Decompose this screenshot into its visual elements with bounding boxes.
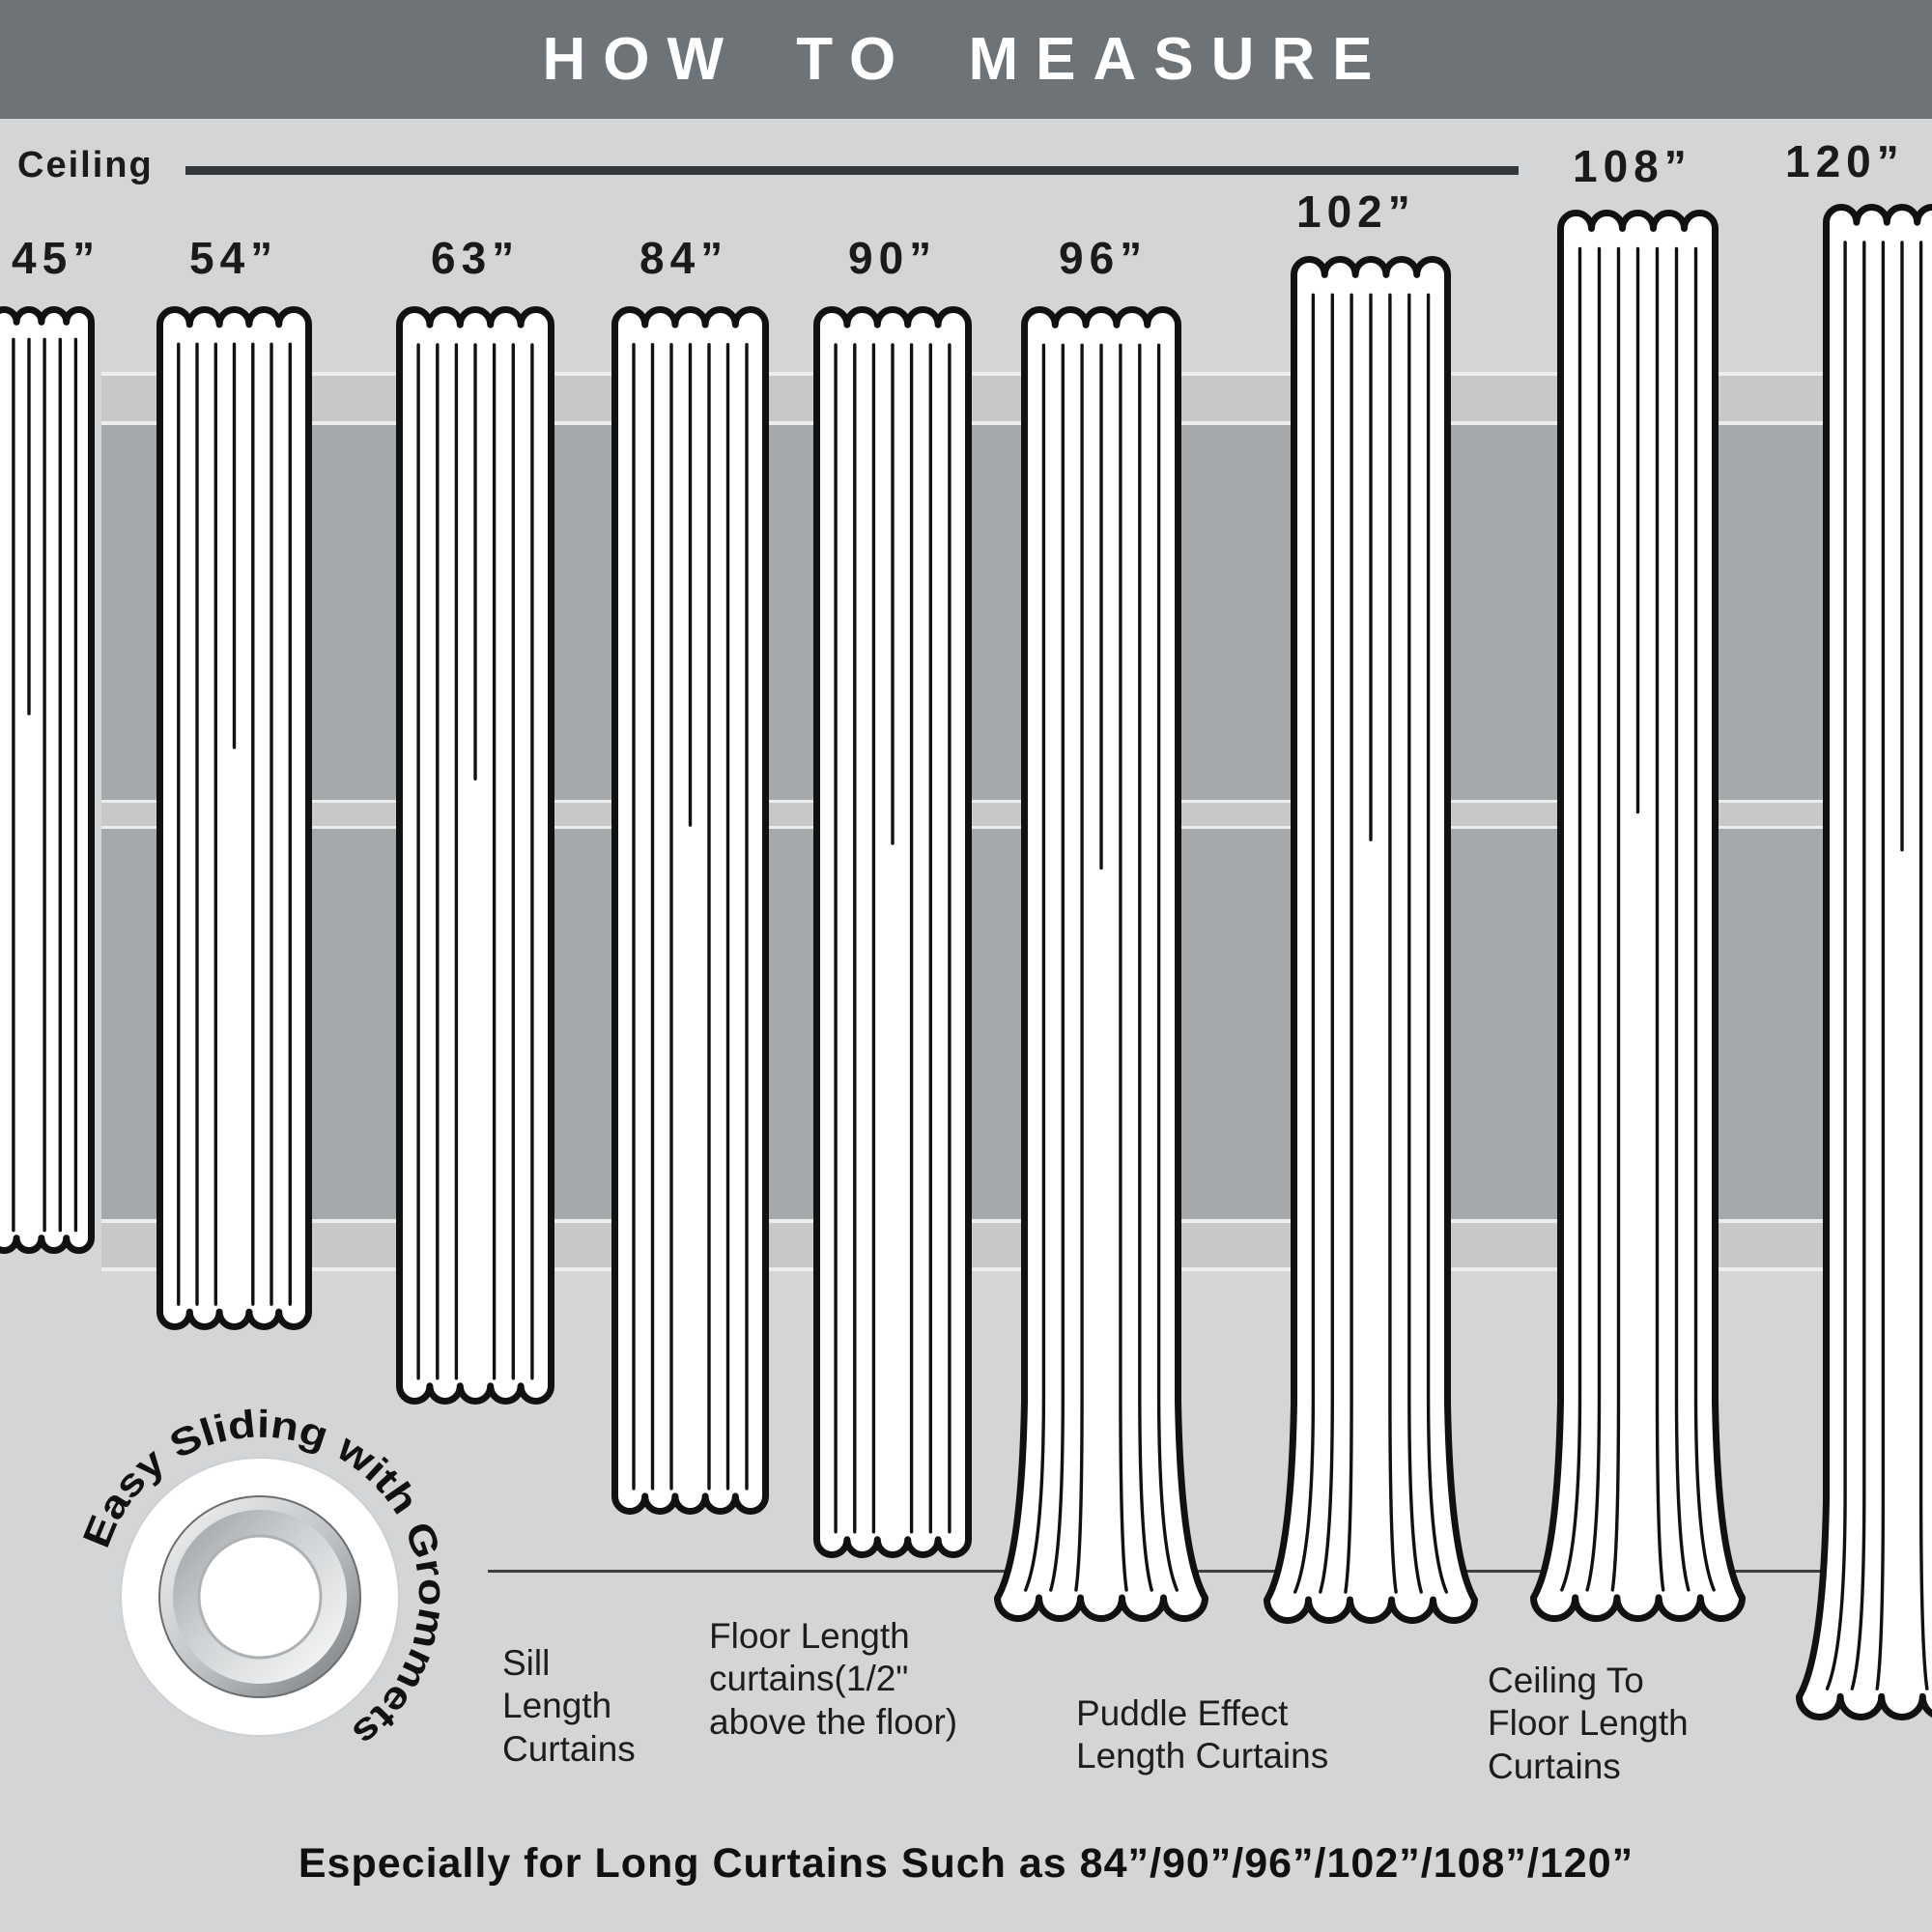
annotation-line: Floor Length [1488, 1703, 1689, 1744]
annotation-line: Floor Length [709, 1616, 910, 1656]
annotation-line: curtains(1/2" [709, 1659, 909, 1699]
curtain-length-label-63: 63” [431, 233, 521, 283]
curtain-63 [396, 306, 554, 1405]
curtain-102 [1264, 256, 1478, 1624]
curtain-108 [1530, 210, 1746, 1622]
curtain-length-label-84: 84” [639, 233, 729, 283]
annotation-line: Puddle Effect [1076, 1693, 1289, 1733]
annotation-line: Sill [502, 1643, 551, 1683]
curtain-length-label-120: 120” [1785, 136, 1905, 186]
curtain-45 [0, 306, 95, 1254]
annotation-line: above the floor) [709, 1701, 958, 1742]
curtain-90 [813, 306, 972, 1558]
curtain-length-label-54: 54” [189, 233, 279, 283]
curtain-120 [1795, 204, 1932, 1720]
curtain-length-label-45: 45” [12, 233, 101, 283]
footer-note: Especially for Long Curtains Such as 84”… [298, 1840, 1634, 1887]
annotation-line: Length Curtains [1076, 1736, 1329, 1776]
curtain-length-label-96: 96” [1059, 233, 1149, 283]
grommet-graphic: Easy Sliding with Grommets [75, 1403, 453, 1754]
curtain-length-label-90: 90” [848, 233, 938, 283]
curtain-length-label-108: 108” [1573, 141, 1692, 191]
annotation-line: Ceiling To [1488, 1661, 1644, 1700]
ceiling-line [185, 166, 1519, 175]
curtain-length-label-102: 102” [1296, 186, 1416, 237]
annotation-line: Curtains [1488, 1746, 1621, 1786]
curtain-54 [156, 306, 312, 1330]
curtain-96 [994, 306, 1208, 1622]
page-title: HOW TO MEASURE [542, 26, 1390, 93]
annotation-line: Length [502, 1686, 612, 1726]
grommet-hole [197, 1534, 323, 1660]
floor-line [488, 1570, 1932, 1573]
annotation-line: Curtains [502, 1728, 636, 1769]
title-banner: HOW TO MEASURE [0, 0, 1932, 119]
ceiling-label: Ceiling [17, 145, 154, 185]
curtain-84 [611, 306, 769, 1515]
